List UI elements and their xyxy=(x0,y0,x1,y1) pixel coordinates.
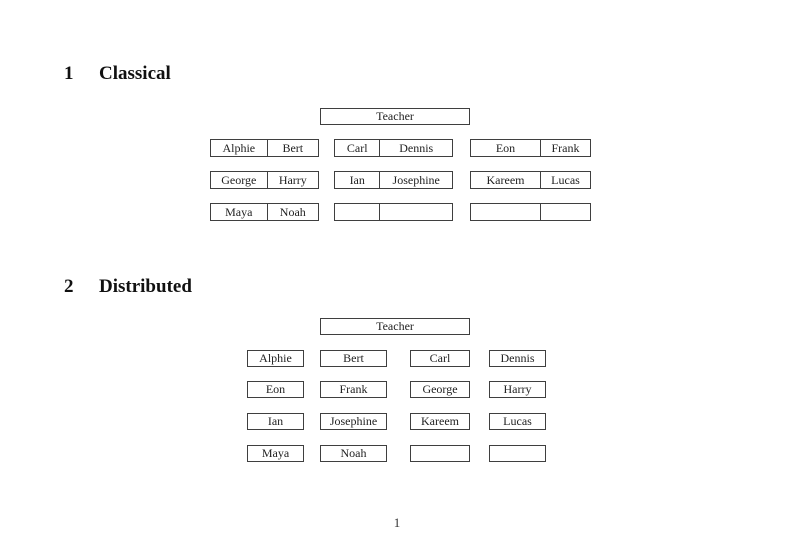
seat-cell xyxy=(335,204,379,220)
seat-cell: Noah xyxy=(266,204,318,220)
desk: Maya Noah xyxy=(210,203,319,221)
desk: George xyxy=(410,381,470,398)
seat-cell xyxy=(471,204,540,220)
seat-cell: Ian xyxy=(349,172,365,187)
desk: Kareem xyxy=(410,413,470,430)
desk: Dennis xyxy=(489,350,546,367)
seat-cell: Maya xyxy=(225,204,253,219)
desk: Josephine xyxy=(320,413,387,430)
desk: George Harry xyxy=(210,171,319,189)
seat-cell: Frank xyxy=(540,140,590,156)
seat-cell: Carl xyxy=(346,140,368,155)
desk xyxy=(489,445,546,462)
seat-cell: Kareem xyxy=(486,172,525,187)
desk: Eon xyxy=(247,381,304,398)
desk: Frank xyxy=(320,381,387,398)
desk xyxy=(470,203,591,221)
seat-cell: Lucas xyxy=(540,172,590,188)
section-title: Distributed xyxy=(99,276,192,297)
seat-cell: Eon xyxy=(495,140,516,155)
desk: Eon Frank xyxy=(470,139,591,157)
desk: Noah xyxy=(320,445,387,462)
section-number: 2 xyxy=(64,276,74,297)
section-heading-classical: 1 Classical xyxy=(64,63,171,85)
desk: Harry xyxy=(489,381,546,398)
section-title: Classical xyxy=(99,63,171,84)
teacher-box: Teacher xyxy=(320,108,470,125)
desk xyxy=(334,203,453,221)
desk: Alphie xyxy=(247,350,304,367)
seat-cell: George xyxy=(221,172,257,187)
section-heading-distributed: 2 Distributed xyxy=(64,276,192,298)
seat-cell: Bert xyxy=(266,140,318,156)
desk: Carl Dennis xyxy=(334,139,453,157)
seat-cell: Alphie xyxy=(222,140,256,155)
seat-cell: Dennis xyxy=(379,140,452,156)
desk xyxy=(410,445,470,462)
seat-cell xyxy=(379,204,452,220)
desk: Kareem Lucas xyxy=(470,171,591,189)
desk: Carl xyxy=(410,350,470,367)
section-number: 1 xyxy=(64,63,74,84)
desk: Ian xyxy=(247,413,304,430)
seat-cell xyxy=(540,204,590,220)
seat-cell: Josephine xyxy=(379,172,452,188)
seat-cell: Harry xyxy=(266,172,318,188)
page-number: 1 xyxy=(393,515,401,530)
desk: Maya xyxy=(247,445,304,462)
desk: Ian Josephine xyxy=(334,171,453,189)
desk: Alphie Bert xyxy=(210,139,319,157)
desk: Bert xyxy=(320,350,387,367)
desk: Lucas xyxy=(489,413,546,430)
teacher-box: Teacher xyxy=(320,318,470,335)
